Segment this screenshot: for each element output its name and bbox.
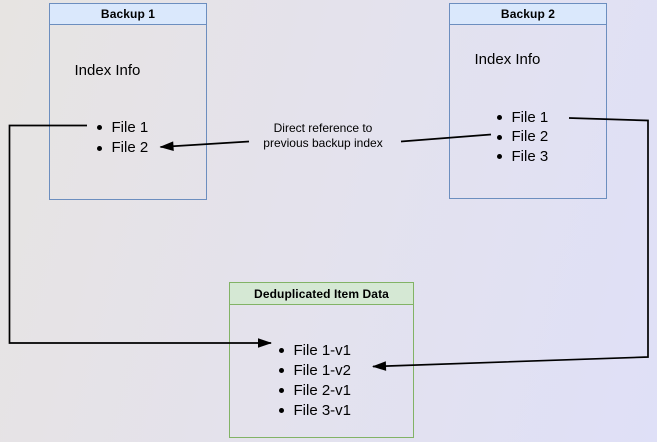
direct-reference-annotation: Direct reference to previous backup inde… (251, 121, 395, 151)
list-item: File 2 (96, 138, 148, 159)
dedup-file-list: File 1-v1 File 1-v2 File 2-v1 File 3-v1 (278, 341, 351, 421)
dedup-store-title: Deduplicated Item Data (254, 286, 389, 301)
annotation-line1: Direct reference to (273, 120, 373, 135)
dedup-store-title-bar: Deduplicated Item Data (230, 283, 413, 305)
backup1-index-info-label: Index Info (74, 61, 141, 79)
backup2-index-info-label: Index Info (474, 50, 541, 68)
backup1-file-list: File 1 File 2 (96, 118, 148, 159)
backup2-title-bar: Backup 2 (450, 4, 606, 25)
list-item: File 1-v1 (278, 341, 351, 361)
list-item: File 2 (496, 127, 548, 147)
list-item: File 1 (496, 108, 548, 128)
list-item: File 1 (96, 118, 148, 139)
list-item: File 2-v1 (278, 381, 351, 401)
backup1-box: Backup 1 Index Info File 1 File 2 (49, 3, 207, 200)
backup1-title-bar: Backup 1 (50, 4, 206, 25)
backup2-title: Backup 2 (500, 7, 556, 21)
list-item: File 3-v1 (278, 401, 351, 421)
annotation-line2: previous backup index (263, 135, 383, 150)
dedup-store-box: Deduplicated Item Data File 1-v1 File 1-… (229, 282, 414, 438)
backup2-file-list: File 1 File 2 File 3 (496, 108, 548, 167)
backup2-box: Backup 2 Index Info File 1 File 2 File 3 (449, 3, 607, 199)
backup1-title: Backup 1 (100, 7, 156, 21)
list-item: File 3 (496, 147, 548, 167)
list-item: File 1-v2 (278, 361, 351, 381)
